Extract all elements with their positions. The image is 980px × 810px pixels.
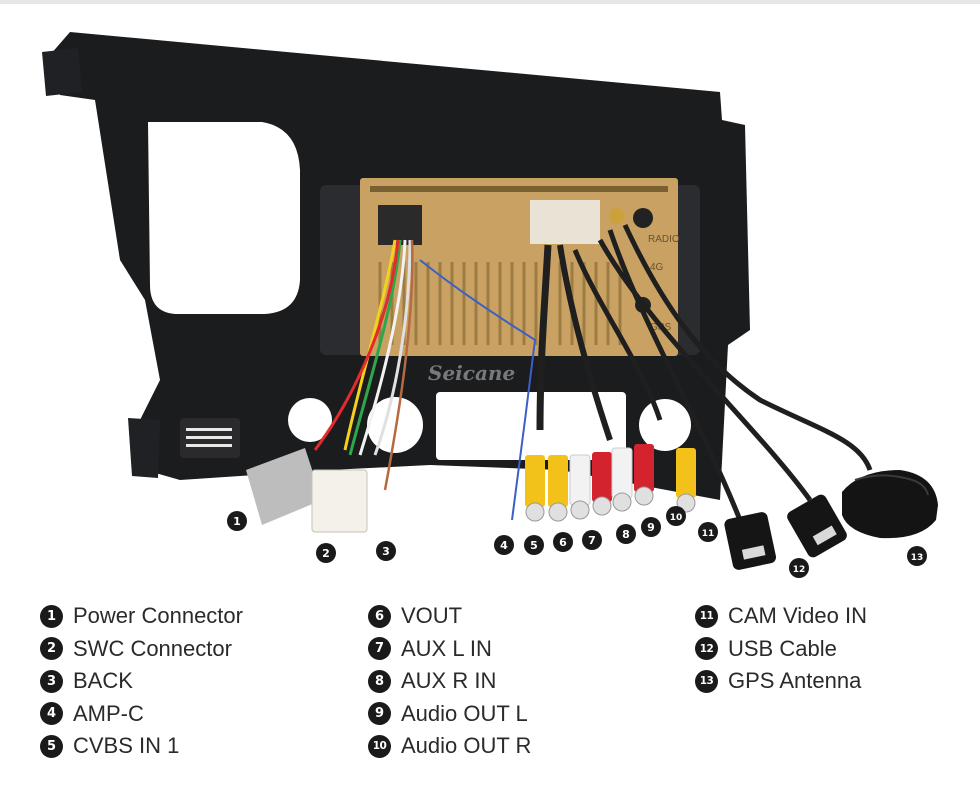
legend-label: BACK [73, 668, 133, 694]
frame-cutout [148, 122, 300, 314]
legend-number-badge: 9 [368, 702, 391, 726]
legend-column-3: 11 CAM Video IN 12 USB Cable 13 GPS Antenna [695, 600, 867, 698]
brand-watermark: Seicane [428, 361, 515, 385]
callout-13: 13 [907, 546, 927, 566]
swc-connector-plug [311, 469, 368, 533]
svg-text:11: 11 [702, 529, 715, 539]
legend-item: 6 VOUT [368, 600, 531, 633]
legend-item: 2 SWC Connector [40, 633, 243, 666]
callout-11: 11 [698, 522, 718, 542]
callout-10: 10 [666, 506, 686, 526]
svg-text:8: 8 [622, 528, 630, 541]
callout-12: 12 [789, 558, 809, 578]
round-cutout [288, 398, 332, 442]
fourg-port-label: 4G [650, 262, 664, 273]
power-connector-plug [246, 448, 322, 525]
legend-item: 12 USB Cable [695, 633, 867, 666]
legend-column-2: 6 VOUT 7 AUX L IN 8 AUX R IN 9 Audio OUT L 1… [368, 600, 531, 763]
legend-label: USB Cable [728, 635, 837, 661]
radio-port-label: RADIO [648, 234, 680, 245]
usb-plug [787, 494, 847, 558]
callout-2: 2 [316, 543, 336, 563]
svg-text:12: 12 [793, 565, 806, 575]
legend-number-badge: 5 [40, 734, 63, 758]
legend-label: AUX R IN [401, 668, 497, 694]
legend-item: 10 Audio OUT R [368, 730, 531, 763]
frame-left-tab [42, 48, 82, 96]
top-divider [0, 0, 980, 4]
legend-label: Audio OUT L [401, 700, 528, 726]
legend-number-badge: 3 [40, 669, 63, 693]
power-socket [378, 205, 422, 245]
antenna-socket [609, 208, 625, 224]
legend-label: VOUT [401, 603, 463, 629]
legend-number-badge: 10 [368, 734, 391, 758]
legend-label: Power Connector [73, 603, 243, 629]
legend-item: 13 GPS Antenna [695, 665, 867, 698]
legend-number-badge: 11 [695, 604, 718, 628]
legend-item: 4 AMP-C [40, 698, 243, 731]
legend-item: 8 AUX R IN [368, 665, 531, 698]
legend-number-badge: 1 [40, 604, 63, 628]
legend-number-badge: 2 [40, 637, 63, 661]
callout-3: 3 [376, 541, 396, 561]
gps-antenna [842, 470, 938, 539]
legend-label: SWC Connector [73, 635, 232, 661]
radio-socket [633, 208, 653, 228]
legend-item: 1 Power Connector [40, 600, 243, 633]
round-cutout [639, 399, 691, 451]
av-socket [530, 200, 600, 244]
legend-item: 7 AUX L IN [368, 633, 531, 666]
legend-number-badge: 8 [368, 669, 391, 693]
head-unit-photo: RADIO 4G GPS Seicane 1 [42, 32, 938, 578]
legend-label: Audio OUT R [401, 733, 532, 759]
legend-number-badge: 4 [40, 702, 63, 726]
svg-text:9: 9 [647, 521, 655, 534]
frame-bottom-tab [128, 418, 160, 478]
legend-item: 5 CVBS IN 1 [40, 730, 243, 763]
callout-9: 9 [641, 517, 661, 537]
legend-label: GPS Antenna [728, 668, 862, 694]
legend-number-badge: 7 [368, 637, 391, 661]
legend-label: AMP-C [73, 700, 144, 726]
legend-item: 3 BACK [40, 665, 243, 698]
callout-5: 5 [524, 535, 544, 555]
legend-number-badge: 6 [368, 604, 391, 628]
svg-text:7: 7 [588, 534, 596, 547]
legend-label: AUX L IN [401, 635, 492, 661]
svg-text:3: 3 [382, 545, 390, 558]
svg-text:6: 6 [559, 536, 567, 549]
legend-item: 11 CAM Video IN [695, 600, 867, 633]
callout-4: 4 [494, 535, 514, 555]
svg-text:13: 13 [911, 553, 924, 563]
callout-1: 1 [227, 511, 247, 531]
svg-text:5: 5 [530, 539, 538, 552]
callout-8: 8 [616, 524, 636, 544]
svg-text:1: 1 [233, 515, 241, 528]
usb-plug [724, 512, 777, 570]
callout-6: 6 [553, 532, 573, 552]
svg-text:2: 2 [322, 547, 330, 560]
rca-plugs [525, 444, 696, 522]
legend-label: CAM Video IN [728, 603, 867, 629]
callout-7: 7 [582, 530, 602, 550]
svg-text:4: 4 [500, 539, 508, 552]
rect-cutout [436, 392, 626, 460]
legend-label: CVBS IN 1 [73, 733, 180, 759]
legend-item: 9 Audio OUT L [368, 698, 531, 731]
legend-number-badge: 13 [695, 669, 718, 693]
legend-number-badge: 12 [695, 637, 718, 661]
svg-text:10: 10 [670, 513, 683, 523]
